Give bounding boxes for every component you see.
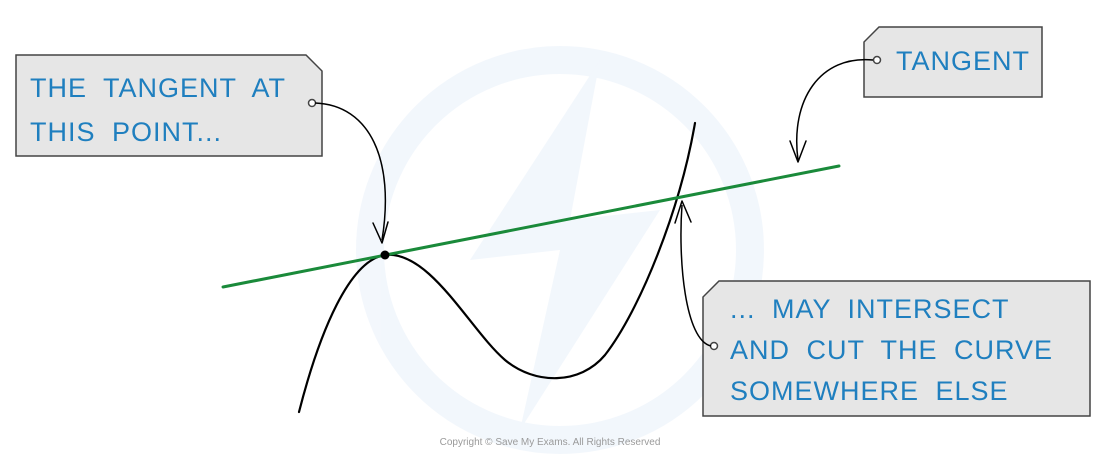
cubic-curve [297, 121, 697, 414]
label-tangent-at-point-line-1: THE TANGENT AT [30, 73, 286, 103]
label-tangent-text: TANGENT [896, 46, 1030, 76]
watermark-logo [356, 46, 764, 454]
arrow-to-tangent-line [789, 58, 874, 163]
label-tangent-at-point: THE TANGENT AT THIS POINT... [15, 54, 323, 157]
label-intersect-line-3: SOMEWHERE ELSE [730, 376, 1009, 406]
label-pin-hole [307, 98, 317, 108]
copyright-notice: Copyright © Save My Exams. All Rights Re… [439, 437, 661, 448]
arrow-to-intersection [674, 200, 712, 347]
tangent-line [221, 164, 841, 289]
arrow-to-tangent-point [314, 102, 389, 244]
label-intersect-line-2: AND CUT THE CURVE [730, 335, 1053, 365]
label-tangent-at-point-line-2: THIS POINT... [30, 117, 222, 147]
label-pin-hole [709, 341, 719, 351]
label-intersect: ... MAY INTERSECT AND CUT THE CURVE SOME… [702, 280, 1091, 417]
tangent-point [380, 250, 390, 260]
label-tangent: TANGENT [863, 26, 1043, 98]
label-pin-hole [872, 55, 882, 65]
label-intersect-line-1: ... MAY INTERSECT [730, 294, 1010, 324]
